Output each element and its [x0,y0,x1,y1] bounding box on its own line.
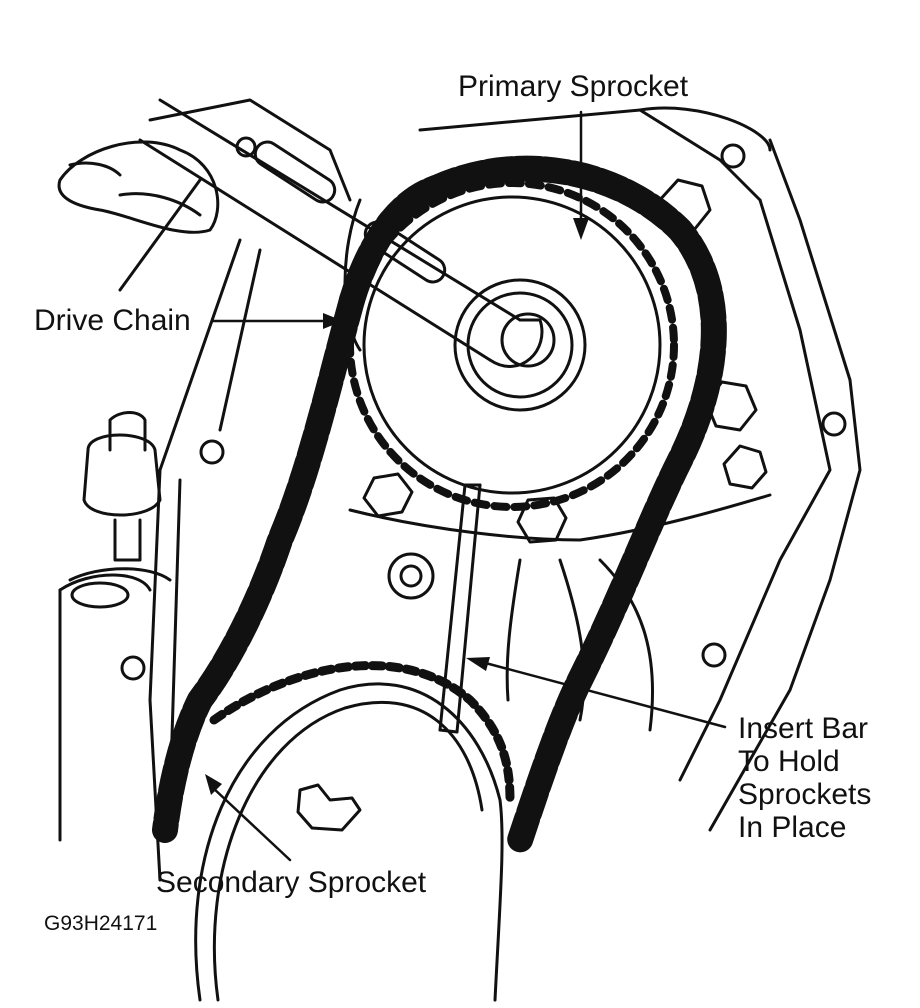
secondary-sprocket-label: Secondary Sprocket [156,866,427,899]
bolt-holes [120,136,847,681]
wrench [138,98,544,368]
insert-bar [438,483,482,734]
primary-sprocket-label: Primary Sprocket [458,70,689,103]
sensor-component [68,411,172,609]
insert-bar-label-line: To Hold [738,745,840,778]
hand [57,140,220,234]
insert-bar-label-line: In Place [738,811,847,844]
insert-bar-label-line: Insert Bar [738,712,869,745]
insert-bar-label-line: Sprockets [738,778,872,811]
secondary-sprocket [194,661,515,1002]
insert-bar-label: Insert Bar To Hold Sprockets In Place [738,712,871,844]
figure-id: G93H24171 [44,912,158,935]
drive-chain-label: Drive Chain [34,304,191,337]
arrowheads [205,218,589,795]
leader-lines [210,110,727,862]
